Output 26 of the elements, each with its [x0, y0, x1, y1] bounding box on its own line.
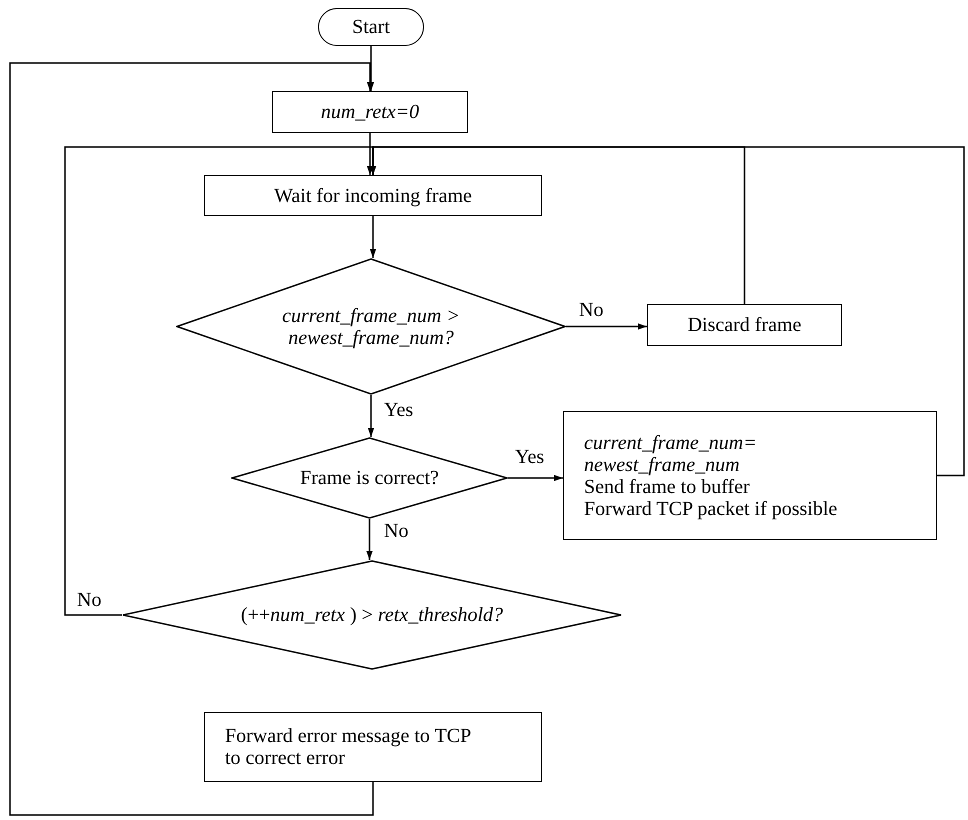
arrow	[370, 146, 965, 476]
process-box	[647, 304, 842, 346]
process-box	[563, 411, 937, 540]
arrow	[370, 216, 376, 258]
arrow	[366, 133, 374, 175]
step-text: current_frame_num= newest_frame_num	[584, 432, 758, 476]
step-text: Forward TCP packet if possible	[584, 498, 838, 520]
step-text: Start	[352, 16, 390, 38]
process-box	[272, 91, 468, 133]
step-text: (++num_retx ) > retx_threshold?	[240, 604, 504, 626]
step-text: Forward error message to TCP to correct error	[225, 725, 472, 769]
step-text: Wait for incoming frame	[274, 184, 472, 206]
arrow	[508, 474, 563, 482]
arrow	[366, 519, 373, 560]
process-box	[204, 712, 542, 782]
arrow	[566, 323, 647, 330]
step-text: num_retx=0	[320, 101, 420, 123]
arrow	[368, 395, 374, 437]
step-text: Frame is correct?	[299, 467, 440, 489]
process-box	[204, 175, 542, 216]
arrow	[368, 46, 374, 91]
step-text: Discard frame	[688, 314, 802, 336]
arrow	[9, 62, 374, 816]
step-text: Send frame to buffer	[584, 476, 751, 498]
terminal-box	[318, 8, 424, 46]
step-text: current_frame_num > newest_frame_num?	[281, 304, 461, 348]
